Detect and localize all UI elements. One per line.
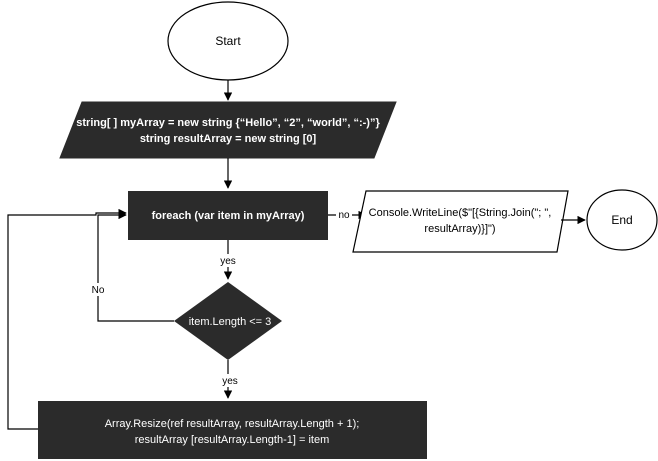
decision-node[interactable] <box>174 282 282 360</box>
output-node[interactable] <box>352 190 569 253</box>
edge-label-no-decision: No <box>92 285 105 296</box>
init-node[interactable] <box>59 101 397 159</box>
loop-node[interactable] <box>128 191 328 240</box>
resize-label-line1: Array.Resize(ref resultArray, resultArra… <box>105 418 360 430</box>
end-node[interactable] <box>586 189 658 251</box>
loop-label: foreach (var item in myArray) <box>152 210 305 222</box>
decision-label: item.Length <= 3 <box>189 316 272 328</box>
end-label: End <box>611 213 632 227</box>
edge-label-yes-loop: yes <box>220 256 236 267</box>
output-label-line1: Console.WriteLine($"[{String.Join("; ", <box>369 207 552 219</box>
resize-label-line2: resultArray [resultArray.Length-1] = ite… <box>135 434 330 446</box>
start-label: Start <box>215 34 241 48</box>
output-label-line2: resultArray)}]") <box>424 223 495 235</box>
edge-label-yes-decision: yes <box>222 376 238 387</box>
edge-decision-loop <box>97 210 174 322</box>
resize-node[interactable] <box>38 401 427 459</box>
edge-label-no-output: no <box>338 210 350 221</box>
init-label-line2: string resultArray = new string [0] <box>140 133 317 145</box>
init-label-line1: string[ ] myArray = new string {“Hello”,… <box>76 117 380 129</box>
edge-resize-loop <box>7 208 127 430</box>
